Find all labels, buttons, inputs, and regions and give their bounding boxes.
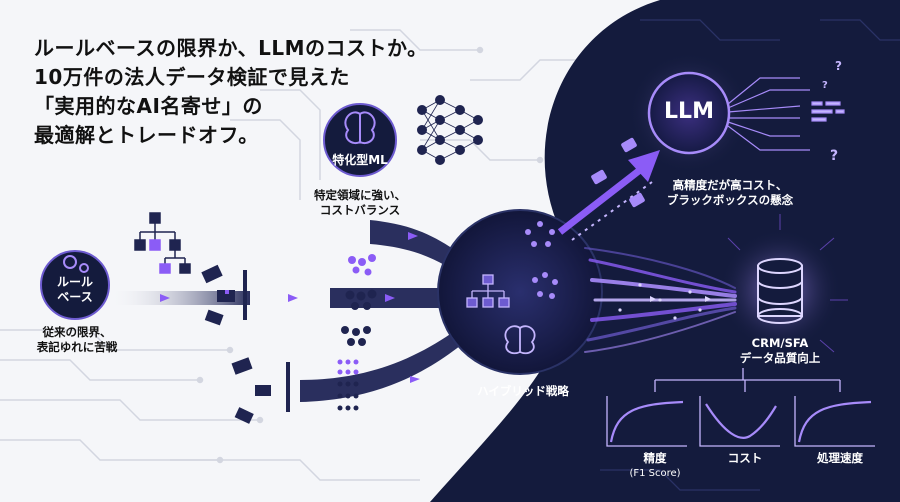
specialized-ml-description: 特定領域に強い、 コストバランス <box>300 188 420 218</box>
svg-text:?: ? <box>835 59 842 73</box>
llm-output-lines <box>727 77 845 151</box>
metrics-bracket <box>654 368 841 392</box>
svg-text:?: ? <box>822 80 828 91</box>
brain-icon <box>344 111 376 144</box>
metric-axes <box>606 396 687 447</box>
rule-based-description: 従来の限界、 表記ゆれに苦戦 <box>22 325 132 355</box>
specialized-ml-desc-line-2: コストバランス <box>319 203 401 217</box>
headline-line-4: 最適解とトレードオフ。 <box>34 123 259 147</box>
headline-line-1: ルールベースの限界か、LLMのコストか。 <box>34 36 428 60</box>
crm-label-line-2: データ品質向上 <box>739 351 821 365</box>
crm-label: CRM/SFA データ品質向上 <box>720 336 840 366</box>
hub-network-icon <box>525 221 558 299</box>
rule-based-label: ルール ベース <box>45 275 105 305</box>
hybrid-hub <box>437 209 603 375</box>
flow-band-lower <box>300 320 470 402</box>
dot-clusters <box>337 254 377 411</box>
llm-desc-line-1: 高精度だが高コスト、 <box>672 178 788 192</box>
llm-description: 高精度だが高コスト、 ブラックボックスの懸念 <box>650 178 810 208</box>
svg-text:?: ? <box>830 148 838 164</box>
rule-based-node <box>40 250 110 320</box>
neural-network-icon <box>417 95 483 165</box>
llm-desc-line-2: ブラックボックスの懸念 <box>666 193 794 207</box>
metric-accuracy-name: 精度 <box>643 451 667 465</box>
rule-based-label-line-1: ルール <box>56 275 93 289</box>
metric-curve <box>705 403 777 439</box>
rule-based-desc-line-1: 従来の限界、 <box>42 325 112 339</box>
rule-based-label-line-2: ベース <box>57 290 93 304</box>
metric-speed-label: 処理速度 <box>817 451 863 465</box>
coin-tags <box>591 137 645 208</box>
metric-curve <box>797 400 872 443</box>
stream-sparks <box>618 283 711 320</box>
hub-brain-icon <box>504 325 536 355</box>
llm-label: LLM <box>664 99 714 124</box>
question-marks: ? ? ? <box>822 59 842 164</box>
envelope-fragments <box>201 264 271 424</box>
metric-charts <box>606 396 875 447</box>
metric-accuracy-label: 精度 (F1 Score) <box>610 451 700 481</box>
crm-rays <box>727 214 848 353</box>
specialized-ml-desc-line-1: 特定領域に強い、 <box>314 188 406 202</box>
dark-region <box>430 0 900 502</box>
headline-line-2: 10万件の法人データ検証で見えた <box>34 65 350 89</box>
database-icon <box>757 258 803 324</box>
separator-bar-upper <box>243 270 247 320</box>
llm-node <box>647 71 731 155</box>
separator-bar-lower <box>286 362 290 412</box>
headline: ルールベースの限界か、LLMのコストか。 10万件の法人データ検証で見えた 「実… <box>34 34 428 150</box>
crm-label-line-1: CRM/SFA <box>751 336 809 350</box>
rule-based-desc-line-2: 表記ゆれに苦戦 <box>36 340 118 354</box>
circuit-lines <box>0 29 584 481</box>
tree-diagram-icon <box>134 212 191 274</box>
metric-accuracy-sub: (F1 Score) <box>629 468 681 479</box>
hybrid-strategy-label: ハイブリッド戦略 <box>477 384 569 398</box>
specialized-ml-label: 特化型ML <box>332 153 388 167</box>
metric-cost-label: コスト <box>727 451 763 465</box>
dark-circuit-lines <box>600 19 900 491</box>
gear-icon <box>63 255 89 273</box>
flow-band-rule <box>110 291 250 305</box>
band-arrows <box>160 232 420 383</box>
metric-axes <box>699 396 780 447</box>
metric-axes <box>794 396 875 447</box>
metric-curve <box>609 400 684 443</box>
hub-tree-icon <box>466 274 510 308</box>
headline-line-3: 「実用的なAI名寄せ」の <box>34 94 263 118</box>
